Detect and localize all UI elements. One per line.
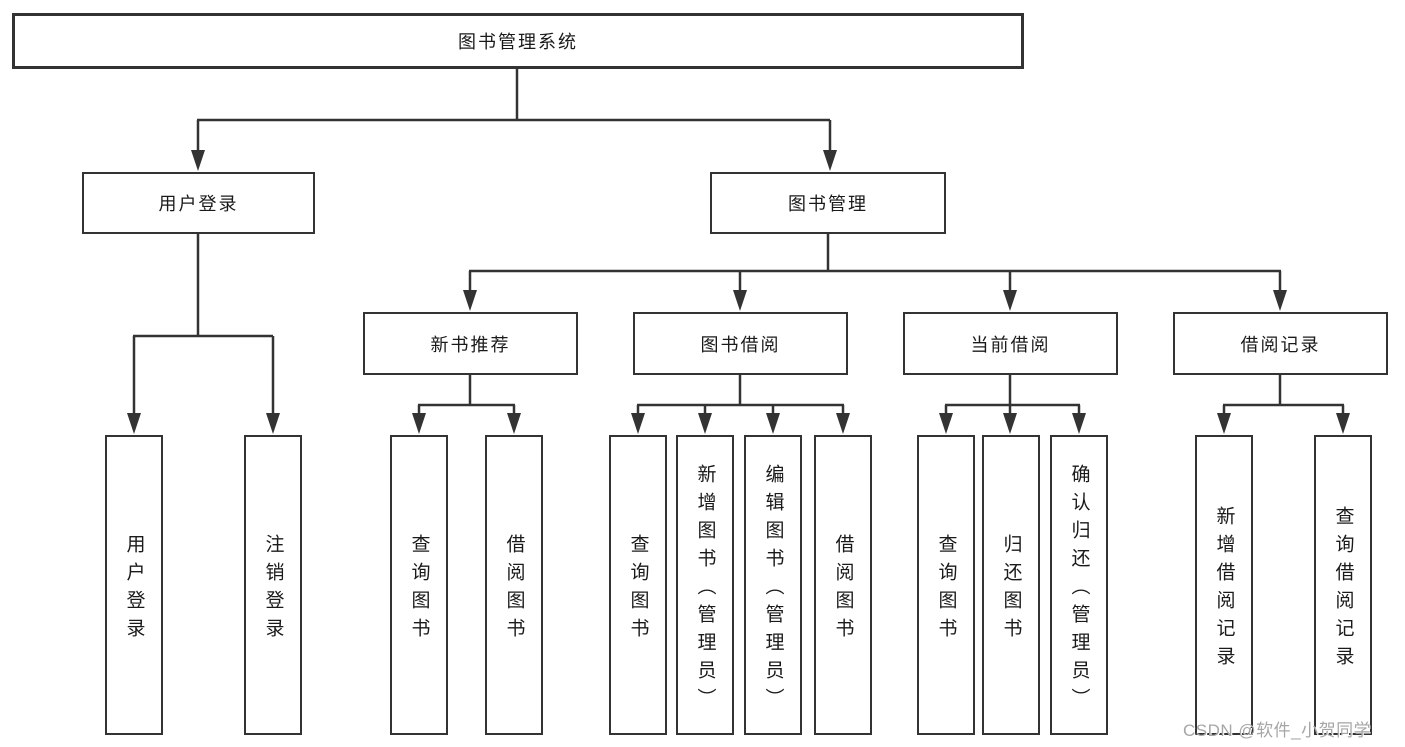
- leaf-recommend-borrow-books-label: 借阅图书: [503, 533, 525, 646]
- leaf-recommend-query-books-label: 查询图书: [408, 533, 430, 646]
- leaf-recommend-query-books: 查询图书: [390, 435, 448, 735]
- leaf-user-login: 用户登录: [105, 435, 163, 735]
- leaf-add-books-admin: 新增图书（管理员）: [676, 435, 734, 735]
- leaf-borrowing-borrow-books-label: 借阅图书: [832, 533, 854, 646]
- node-new-book-recommendation: 新书推荐: [363, 312, 578, 375]
- node-borrowing-records-label: 借阅记录: [1240, 334, 1321, 355]
- node-borrowing-records: 借阅记录: [1173, 312, 1388, 375]
- leaf-query-borrow-record-label: 查询借阅记录: [1332, 505, 1354, 674]
- leaf-add-books-admin-label: 新增图书（管理员）: [694, 463, 716, 716]
- node-new-book-recommendation-label: 新书推荐: [430, 334, 511, 355]
- node-root-label: 图书管理系统: [458, 32, 578, 52]
- leaf-current-query-books-label: 查询图书: [935, 533, 957, 646]
- node-user-login: 用户登录: [82, 172, 315, 234]
- arrowheads: [127, 150, 1350, 434]
- leaf-logout: 注销登录: [244, 435, 302, 735]
- leaf-logout-label: 注销登录: [262, 533, 284, 646]
- leaf-recommend-borrow-books: 借阅图书: [485, 435, 543, 735]
- leaf-edit-books-admin: 编辑图书（管理员）: [744, 435, 802, 735]
- leaf-borrowing-borrow-books: 借阅图书: [814, 435, 872, 735]
- leaf-confirm-return-admin-label: 确认归还（管理员）: [1068, 463, 1090, 716]
- leaf-confirm-return-admin: 确认归还（管理员）: [1050, 435, 1108, 735]
- leaf-add-borrow-record: 新增借阅记录: [1195, 435, 1253, 735]
- node-library-management-system: 图书管理系统: [12, 13, 1024, 69]
- leaf-add-borrow-record-label: 新增借阅记录: [1213, 505, 1235, 674]
- node-current-borrowing-label: 当前借阅: [970, 334, 1051, 355]
- node-book-borrowing-label: 图书借阅: [700, 334, 781, 355]
- node-user-login-label: 用户登录: [158, 194, 239, 214]
- node-book-borrowing: 图书借阅: [633, 312, 848, 375]
- leaf-return-books: 归还图书: [982, 435, 1040, 735]
- node-current-borrowing: 当前借阅: [903, 312, 1118, 375]
- leaf-user-login-label: 用户登录: [123, 533, 145, 646]
- leaf-current-query-books: 查询图书: [917, 435, 975, 735]
- leaf-edit-books-admin-label: 编辑图书（管理员）: [762, 463, 784, 716]
- leaf-borrowing-query-books: 查询图书: [609, 435, 667, 735]
- node-book-management: 图书管理: [710, 172, 946, 234]
- leaf-query-borrow-record: 查询借阅记录: [1314, 435, 1372, 735]
- leaf-borrowing-query-books-label: 查询图书: [627, 533, 649, 646]
- node-book-management-label: 图书管理: [788, 194, 868, 214]
- csdn-watermark: CSDN @软件_小贺同学: [1183, 721, 1372, 740]
- leaf-return-books-label: 归还图书: [1000, 533, 1022, 646]
